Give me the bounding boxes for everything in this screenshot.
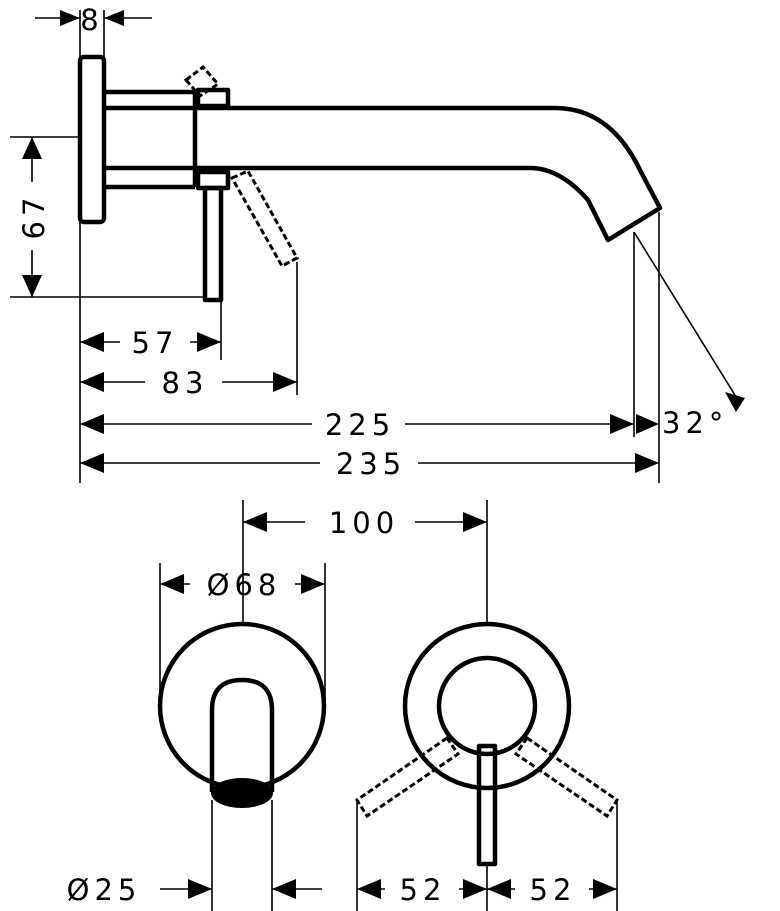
lever-vertical [202,185,224,303]
dim-rosette-diameter: Ø68 [207,568,282,602]
dim-lever-left: 52 [400,873,447,907]
handle-cap [195,87,231,109]
wall-plate [77,54,107,225]
dim-spout-reach: 225 [325,408,395,442]
dim-wall-plate: 8 [80,3,103,37]
dim-overall-length: 235 [336,447,406,481]
dim-spout-angle: 32° [662,406,728,440]
lever-dashed-down [229,169,300,269]
spout-outline [104,105,663,243]
dim-spout-height: 67 [17,193,51,240]
dim-spout-diameter: Ø25 [67,873,142,907]
dim-handle-offset: 57 [132,326,179,360]
side-view: 8 67 57 83 225 32° 235 [10,3,745,483]
spout-front-outline [209,677,275,792]
mixer-lever [476,743,498,867]
dim-lever-right: 52 [530,873,577,907]
spout-rosette [157,621,327,791]
front-views: 100 Ø68 Ø25 [67,500,620,911]
mixer-cartridge-ring [436,655,538,757]
dim-center-distance: 100 [329,506,399,540]
spout-outlet [211,778,273,808]
handle-base [195,169,231,191]
dim-handle-swing: 83 [162,366,209,400]
mixer-lever-dashed-right [513,735,620,819]
lever-dashed-up [183,64,221,98]
mixer-rosette [402,621,572,791]
mixer-lever-dashed-left [354,735,461,819]
